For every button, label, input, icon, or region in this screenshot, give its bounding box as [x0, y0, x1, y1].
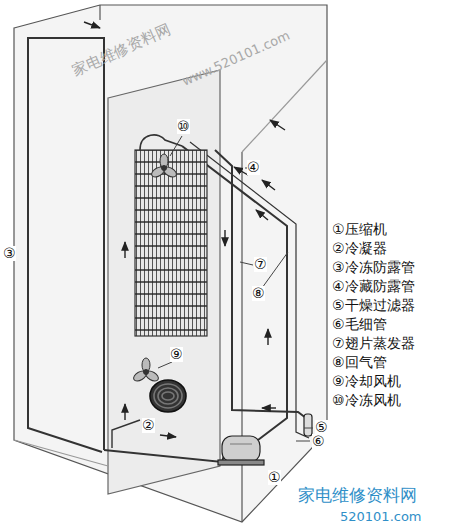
- callout-number: ⑥: [312, 434, 325, 449]
- legend-entry: ③冷冻防露管: [332, 260, 415, 275]
- callout-number: ④: [247, 160, 260, 175]
- freezer-fan: [150, 154, 178, 179]
- legend-entry: ①压缩机: [332, 222, 387, 237]
- callout-number: ⑨: [170, 347, 183, 362]
- fin-evaporator: [135, 150, 207, 336]
- legend-entry: ⑨冷却风机: [332, 374, 401, 389]
- dryer-filter: [304, 414, 312, 436]
- legend-entry: ⑦翅片蒸发器: [332, 336, 415, 351]
- callout-number: ②: [142, 418, 155, 433]
- legend-entry: ④冷藏防露管: [332, 279, 415, 294]
- legend-entry: ②冷凝器: [332, 241, 387, 256]
- callout-number: ⑧: [252, 286, 265, 301]
- leader-lines: [158, 136, 313, 441]
- legend-entry: ⑧回气管: [332, 355, 387, 370]
- legend-entry: ⑤干燥过滤器: [332, 298, 415, 313]
- callout-number: ⑩: [177, 119, 190, 134]
- flow-arrows: [28, 22, 285, 437]
- callout-number: ⑦: [254, 257, 267, 272]
- condenser-coil: [150, 380, 186, 412]
- callout-number: ③: [3, 246, 16, 261]
- compressor: [218, 436, 264, 465]
- logo-text: 520101.com: [340, 510, 422, 524]
- callout-number: ①: [268, 470, 281, 485]
- cooling-fan: [132, 358, 160, 383]
- pipe: [28, 38, 309, 462]
- legend-entry: ⑩冷冻风机: [332, 393, 401, 408]
- legend-entry: ⑥毛细管: [332, 317, 387, 332]
- logo-text: 家电维修资料网: [298, 486, 417, 505]
- cabinet-outline: [14, 5, 327, 522]
